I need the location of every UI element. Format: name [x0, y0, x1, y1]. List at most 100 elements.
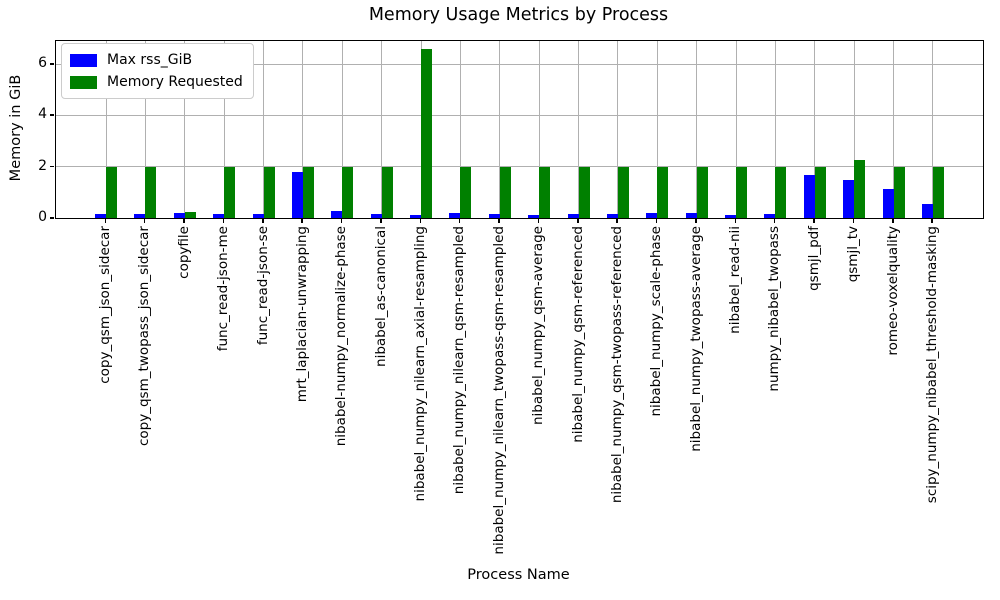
x-axis-tick — [616, 219, 618, 223]
x-axis-tick — [222, 219, 225, 223]
bar-memory-requested — [775, 166, 787, 218]
bar-memory-requested — [184, 211, 196, 218]
bar-max-rss — [488, 214, 500, 218]
bar-memory-requested — [814, 166, 826, 218]
bar-memory-requested — [145, 166, 157, 218]
y-tick-label: 6 — [38, 55, 47, 72]
x-tick-label: scipy_numpy_nibabel_threshold-masking — [923, 226, 940, 504]
x-tick-label: nibabel_read-nii — [727, 226, 744, 334]
gridline-horizontal — [56, 166, 983, 168]
bar-memory-requested — [499, 166, 511, 218]
x-axis-tick — [577, 219, 579, 223]
x-tick-label: nibabel_numpy_qsm-referenced — [569, 226, 586, 443]
bar-max-rss — [764, 214, 776, 218]
bar-memory-requested — [854, 160, 866, 218]
x-tick-label: func_read-json-me — [215, 226, 232, 352]
bar-memory-requested — [696, 166, 708, 218]
x-axis-tick — [892, 219, 894, 223]
bar-memory-requested — [617, 166, 629, 218]
gridline-vertical — [853, 41, 855, 218]
bar-max-rss — [331, 211, 343, 218]
x-axis-tick — [340, 219, 343, 223]
gridline-vertical — [223, 41, 225, 218]
x-tick-label: copy_qsm_json_sidecar — [97, 226, 113, 384]
plot-area — [55, 40, 984, 219]
x-axis-tick — [734, 219, 737, 223]
gridline-vertical — [381, 41, 383, 218]
bar-memory-requested — [657, 166, 669, 218]
bar-max-rss — [95, 214, 106, 218]
bar-memory-requested — [263, 166, 275, 218]
x-tick-label: nibabel_numpy_scale-phase — [648, 226, 665, 417]
gridline-vertical — [893, 41, 895, 218]
gridline-vertical — [105, 41, 107, 218]
x-axis-tick — [852, 219, 855, 223]
gridline-vertical — [617, 41, 619, 218]
legend-label-memory-requested: Memory Requested — [107, 74, 243, 90]
x-tick-label: qsmjl_tv — [845, 226, 862, 283]
x-tick-label: mrt_laplacian-unwrapping — [293, 226, 310, 403]
bar-memory-requested — [224, 166, 236, 218]
bar-memory-requested — [421, 48, 433, 218]
bar-max-rss — [685, 213, 697, 218]
x-tick-label: copyfile — [175, 226, 192, 279]
x-tick-label: nibabel-numpy_normalize-phase — [333, 226, 350, 447]
x-axis-tick — [813, 219, 815, 223]
gridline-vertical — [814, 41, 816, 218]
gridline-vertical — [735, 41, 737, 218]
gridline-vertical — [932, 41, 934, 218]
legend-swatch-max-rss-icon — [70, 53, 97, 67]
legend-swatch-memory-requested-icon — [70, 75, 97, 89]
bar-memory-requested — [539, 166, 551, 218]
x-axis-tick — [380, 219, 382, 223]
bar-max-rss — [252, 214, 264, 218]
x-axis-tick — [262, 219, 264, 223]
x-tick-label: nibabel_numpy_nilearn_axial-resampling — [412, 226, 429, 502]
bar-max-rss — [528, 214, 540, 218]
x-axis-tick — [695, 219, 697, 223]
x-tick-label: romeo-voxelquality — [884, 226, 901, 356]
bar-memory-requested — [893, 166, 905, 218]
x-axis-tick — [104, 219, 106, 223]
gridline-vertical — [696, 41, 698, 218]
gridline-vertical — [578, 41, 580, 218]
gridline-vertical — [656, 41, 658, 218]
bar-memory-requested — [736, 166, 748, 218]
gridline-horizontal — [56, 114, 983, 116]
bar-memory-requested — [381, 166, 393, 218]
gridline-vertical — [538, 41, 540, 218]
gridline-vertical — [459, 41, 461, 218]
x-tick-label: nibabel_as-canonical — [372, 226, 389, 367]
legend-item-memory-requested: Memory Requested — [70, 71, 243, 93]
bar-max-rss — [567, 214, 579, 218]
bar-max-rss — [173, 213, 185, 218]
x-tick-label: nibabel_numpy_twopass-average — [687, 226, 704, 452]
bar-max-rss — [291, 171, 303, 218]
x-axis-tick — [419, 219, 422, 223]
y-tick-label: 0 — [38, 209, 47, 225]
chart-title: Memory Usage Metrics by Process — [368, 5, 669, 25]
gridline-vertical — [144, 41, 146, 218]
x-tick-label: func_read-json-se — [254, 226, 271, 346]
bar-max-rss — [370, 214, 382, 218]
bar-max-rss — [646, 213, 658, 218]
legend-label-max-rss: Max rss_GiB — [107, 52, 193, 68]
bar-memory-requested — [932, 166, 944, 218]
x-tick-label: nibabel_numpy_qsm-average — [530, 226, 547, 425]
x-tick-label: copy_qsm_twopass_json_sidecar — [136, 226, 153, 447]
legend: Max rss_GiB Memory Requested — [61, 43, 254, 99]
gridline-vertical — [263, 41, 265, 218]
bar-max-rss — [921, 203, 933, 218]
gridline-vertical — [302, 41, 304, 218]
y-axis-tick — [50, 217, 54, 219]
y-axis-tick — [50, 114, 54, 116]
bar-max-rss — [882, 189, 894, 218]
x-axis-tick — [458, 219, 461, 223]
y-axis-tick — [50, 165, 54, 168]
y-axis-tick — [50, 63, 54, 65]
bar-max-rss — [213, 214, 225, 218]
bar-memory-requested — [302, 166, 314, 218]
bar-max-rss — [449, 213, 461, 218]
x-axis-tick — [498, 219, 500, 223]
